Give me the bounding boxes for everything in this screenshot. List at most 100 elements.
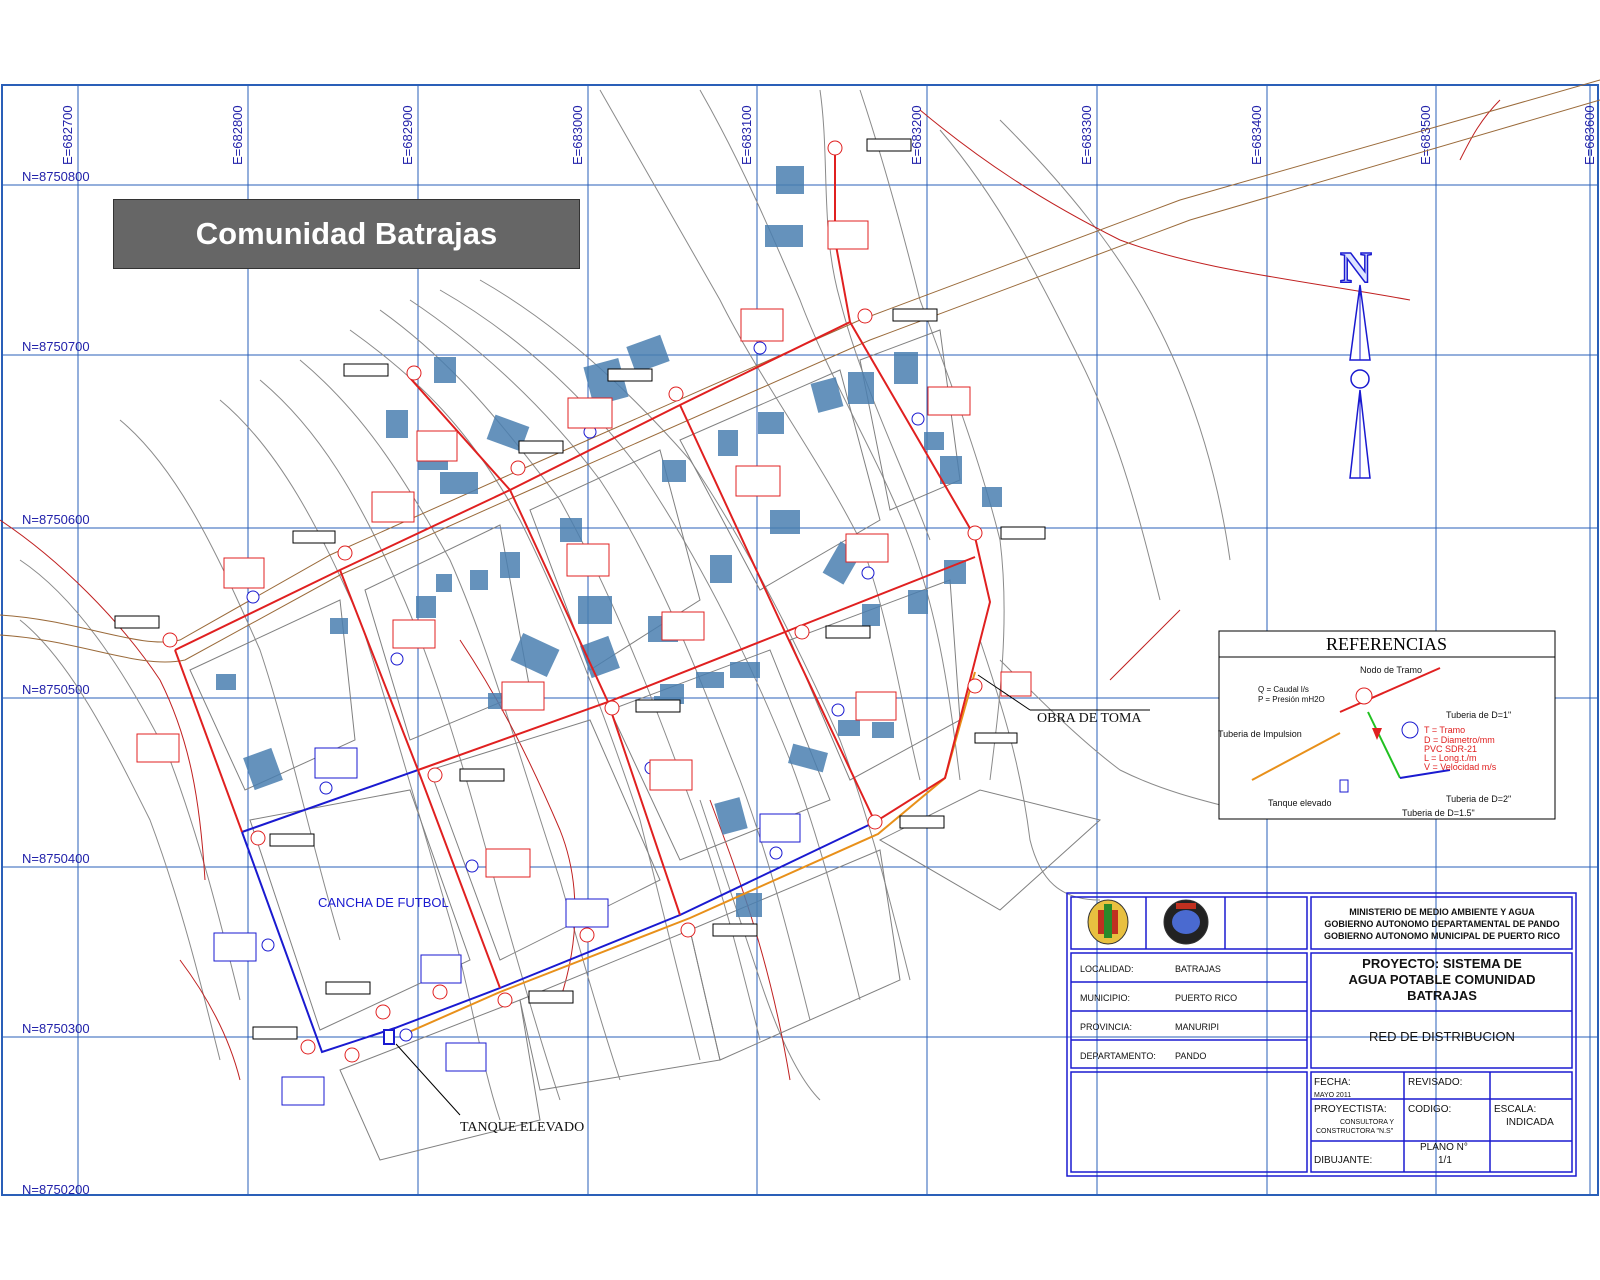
node — [427, 767, 443, 783]
intake-label: OBRA DE TOMA — [1037, 711, 1142, 726]
escala-value: INDICADA — [1506, 1117, 1554, 1128]
intake-leader — [977, 674, 1031, 711]
easting-label: E=683200 — [909, 105, 924, 165]
node — [250, 830, 266, 846]
easting-label: E=683300 — [1079, 105, 1094, 165]
easting-label: E=682800 — [230, 105, 245, 165]
node — [162, 632, 178, 648]
node — [857, 308, 873, 324]
references-title: REFERENCIAS — [1326, 634, 1447, 654]
tank-label: TANQUE ELEVADO — [460, 1120, 584, 1135]
northing-label: N=8750500 — [22, 682, 90, 697]
node — [432, 984, 448, 1000]
legend-tramo: D = Diametro/mm — [1424, 735, 1495, 745]
project-title-2: AGUA POTABLE COMUNIDAD — [1348, 972, 1535, 987]
node — [375, 1004, 391, 1020]
elevated-tank-symbol — [383, 1029, 395, 1045]
roads — [0, 79, 1600, 663]
northing-label: N=8750700 — [22, 339, 90, 354]
title-block — [1066, 892, 1577, 1177]
node — [510, 460, 526, 476]
proyectista-label: PROYECTISTA: — [1314, 1104, 1387, 1115]
legend-d15: Tuberia de D=1.5" — [1402, 808, 1475, 818]
node — [867, 814, 883, 830]
municipio-label: MUNICIPIO: — [1080, 993, 1130, 1003]
legend-impulsion: Tuberia de Impulsion — [1218, 729, 1302, 739]
municipio-value: PUERTO RICO — [1175, 993, 1237, 1003]
revisado-label: REVISADO: — [1408, 1077, 1462, 1088]
legend-node-note: Q = Caudal l/s — [1258, 685, 1309, 694]
entity-3: GOBIERNO AUTONOMO MUNICIPAL DE PUERTO RI… — [1324, 931, 1560, 941]
north-arrow: N — [1339, 242, 1373, 479]
fecha-value: MAYO 2011 — [1314, 1092, 1351, 1099]
coat-of-arms-icon — [1087, 899, 1129, 945]
houses — [216, 166, 1002, 917]
easting-labels: E=682700 E=682800 E=682900 E=683000 E=68… — [60, 105, 1597, 165]
street-blocks — [189, 329, 1102, 1161]
legend-d2: Tuberia de D=2" — [1446, 794, 1511, 804]
node — [300, 1039, 316, 1055]
node — [967, 525, 983, 541]
proyectista-value: CONSTRUCTORA "N.S" — [1316, 1128, 1394, 1135]
node — [579, 927, 595, 943]
project-title-3: BATRAJAS — [1407, 988, 1477, 1003]
title-block-text: MINISTERIO DE MEDIO AMBIENTE Y AGUA GOBI… — [1080, 907, 1560, 1166]
northing-label: N=8750800 — [22, 169, 90, 184]
node — [967, 678, 983, 694]
northing-label: N=8750200 — [22, 1182, 90, 1197]
municipal-seal-icon — [1163, 899, 1209, 945]
segment-markers — [246, 341, 925, 1042]
provincia-label: PROVINCIA: — [1080, 1022, 1132, 1032]
legend-tramo: V = Velocidad m/s — [1424, 762, 1497, 772]
tank-leader — [395, 1043, 461, 1116]
drawing-subtitle: RED DE DISTRIBUCION — [1369, 1029, 1515, 1044]
easting-label: E=682900 — [400, 105, 415, 165]
legend-tank: Tanque elevado — [1268, 798, 1332, 808]
node — [497, 992, 513, 1008]
legend-d1: Tuberia de D=1" — [1446, 710, 1511, 720]
entity-2: GOBIERNO AUTONOMO DEPARTAMENTAL DE PANDO — [1324, 919, 1559, 929]
blue-pipes — [241, 769, 876, 1054]
soccer-field-label: CANCHA DE FUTBOL — [318, 895, 449, 910]
codigo-label: CODIGO: — [1408, 1104, 1451, 1115]
northing-labels: N=8750800 N=8750700 N=8750600 N=8750500 … — [22, 169, 90, 1197]
entity-1: MINISTERIO DE MEDIO AMBIENTE Y AGUA — [1349, 907, 1535, 917]
escala-label: ESCALA: — [1494, 1104, 1536, 1115]
legend-tramo: T = Tramo — [1424, 725, 1465, 735]
localidad-value: BATRAJAS — [1175, 964, 1221, 974]
departamento-label: DEPARTAMENTO: — [1080, 1051, 1156, 1061]
easting-label: E=683600 — [1582, 105, 1597, 165]
legend-tramo: PVC SDR-21 — [1424, 744, 1477, 754]
easting-label: E=683400 — [1249, 105, 1264, 165]
node — [337, 545, 353, 561]
easting-label: E=683000 — [570, 105, 585, 165]
easting-label: E=682700 — [60, 105, 75, 165]
plano-label: PLANO N° — [1420, 1142, 1468, 1153]
easting-label: E=683500 — [1418, 105, 1433, 165]
sheet-frame — [1, 84, 1599, 1196]
project-title-1: PROYECTO: SISTEMA DE — [1362, 956, 1522, 971]
references-legend: REFERENCIAS Nodo de Tramo Q = Caudal l/s… — [1218, 630, 1556, 820]
provincia-value: MANURIPI — [1175, 1022, 1219, 1032]
north-arrow-label: N — [1340, 243, 1372, 292]
node — [406, 365, 422, 381]
node — [604, 700, 620, 716]
fecha-label: FECHA: — [1314, 1077, 1351, 1088]
pipe-nodes — [162, 140, 983, 1063]
northing-label: N=8750600 — [22, 512, 90, 527]
pipe-annotations — [114, 138, 1046, 1106]
community-title: Comunidad Batrajas — [113, 199, 580, 269]
node — [794, 624, 810, 640]
node — [344, 1047, 360, 1063]
legend-node: Nodo de Tramo — [1360, 665, 1422, 675]
node — [668, 386, 684, 402]
node — [680, 922, 696, 938]
northing-label: N=8750400 — [22, 851, 90, 866]
proyectista-value: CONSULTORA Y — [1340, 1119, 1394, 1126]
legend-tramo: L = Long.t./m — [1424, 753, 1476, 763]
dibujante-label: DIBUJANTE: — [1314, 1155, 1372, 1166]
departamento-value: PANDO — [1175, 1051, 1206, 1061]
localidad-label: LOCALIDAD: — [1080, 964, 1134, 974]
easting-label: E=683100 — [739, 105, 754, 165]
